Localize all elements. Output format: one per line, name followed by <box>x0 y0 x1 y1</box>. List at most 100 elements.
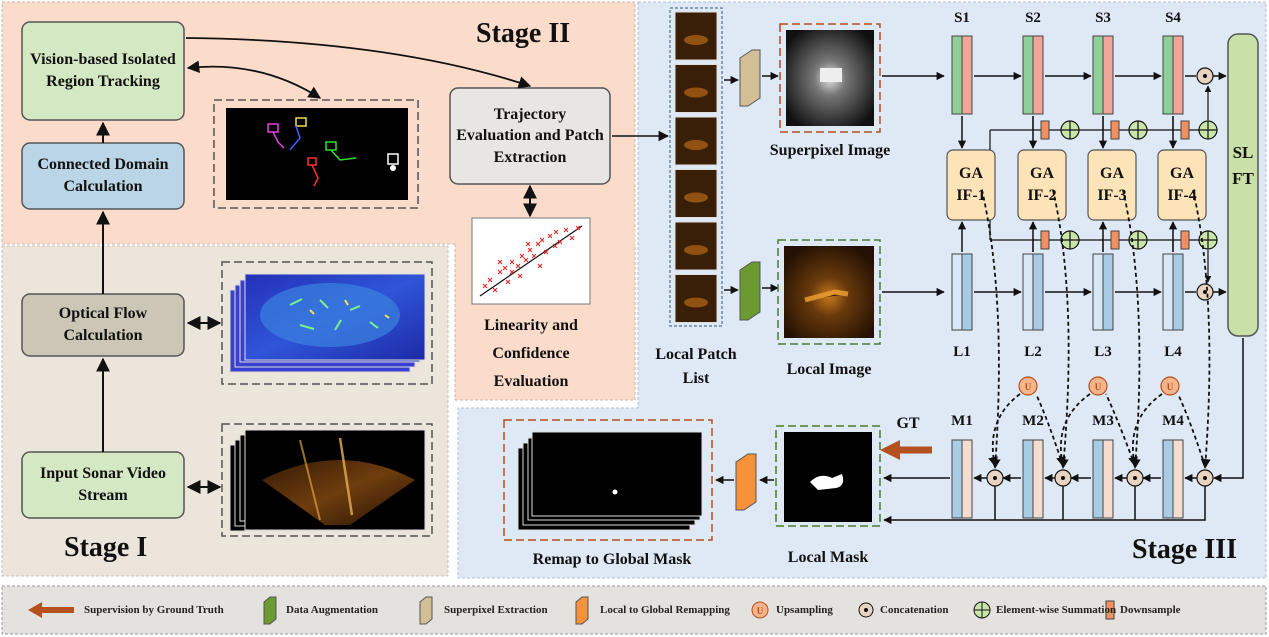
gaif-box <box>1017 149 1067 221</box>
gaif-box <box>946 149 996 221</box>
stage1-title: Stage I <box>64 532 148 563</box>
local-patch-list-label: Local Patch List <box>655 346 737 387</box>
l-label: L2 <box>1024 344 1042 360</box>
linearity-label: Linearity and Confidence Evaluation <box>484 317 578 390</box>
scatter-point <box>505 279 511 285</box>
patch-target <box>684 297 708 308</box>
downsample-node <box>1040 120 1050 140</box>
downsample-node <box>1180 120 1190 140</box>
patch-target <box>684 87 708 98</box>
optical-flow-box: Optical Flow Calculation <box>58 305 148 344</box>
s-label: S1 <box>954 10 970 26</box>
local-patch <box>674 64 718 113</box>
scatter-point <box>557 239 563 245</box>
scatter-point <box>497 269 503 275</box>
svg-text:U: U <box>1167 382 1174 392</box>
scatter-points <box>482 225 581 293</box>
downsample-icon <box>1105 600 1115 620</box>
local-image-label: Local Image <box>786 361 872 378</box>
scatter-point <box>519 253 525 259</box>
m-block <box>951 439 963 519</box>
legend-icons: U <box>28 596 1115 625</box>
stage2-title: Stage II <box>476 18 571 49</box>
l-block <box>1092 253 1104 331</box>
legend-item-label: Upsampling <box>776 604 833 616</box>
scatter-point <box>531 253 537 259</box>
scatter-point <box>547 233 553 239</box>
l-block <box>1022 253 1034 331</box>
legend-item-label: Supervision by Ground Truth <box>84 604 224 616</box>
downsample-node <box>1110 120 1120 140</box>
s-block <box>1022 35 1034 115</box>
s-block <box>1092 35 1104 115</box>
superpixel-extraction-icon <box>419 596 433 625</box>
l-block <box>1172 253 1184 331</box>
gaif-box <box>1087 149 1137 221</box>
scatter-point <box>575 225 581 231</box>
l-label: L4 <box>1164 344 1182 360</box>
scatter-point <box>527 247 533 253</box>
patch-target <box>684 35 708 45</box>
legend-item-label: Downsample <box>1120 604 1181 616</box>
m-label: M4 <box>1162 413 1184 429</box>
l-block <box>1032 253 1044 331</box>
legend-item-label: Local to Global Remapping <box>600 604 730 616</box>
downsample-node <box>1040 230 1050 250</box>
m-label: M1 <box>951 413 973 429</box>
scatter-point <box>517 273 523 279</box>
patch-target <box>684 245 708 255</box>
upsample-node <box>1088 376 1108 396</box>
s-block <box>1102 35 1114 115</box>
m-block <box>1172 439 1184 519</box>
m-label: M3 <box>1092 413 1114 429</box>
patch-target <box>684 140 708 150</box>
upsample-node <box>1018 376 1038 396</box>
vision-tracking-box: Vision-based Isolated Region Tracking <box>30 51 176 90</box>
m-label: M2 <box>1022 413 1044 429</box>
legend-item-label: Data Augmentation <box>286 604 378 616</box>
s-block <box>951 35 963 115</box>
data-augmentation-icon <box>263 596 277 625</box>
superpixel-image-label: Superpixel Image <box>769 142 891 159</box>
upsampling-icon <box>751 601 769 619</box>
l-block <box>1162 253 1174 331</box>
l-label: L1 <box>953 344 971 360</box>
patch-list <box>674 11 718 323</box>
scatter-point <box>487 277 493 283</box>
s-block <box>1162 35 1174 115</box>
scatter-point <box>537 263 543 269</box>
svg-text:U: U <box>1025 382 1032 392</box>
input-box: Input Sonar Video Stream <box>40 465 166 504</box>
m-block <box>1032 439 1044 519</box>
stage3-title: Stage III <box>1132 534 1238 565</box>
scatter-point <box>497 259 503 265</box>
scatter-point <box>539 237 545 243</box>
scatter-point <box>563 227 569 233</box>
scatter-point <box>523 257 529 263</box>
gaif-box <box>1157 149 1207 221</box>
remap-label: Remap to Global Mask <box>532 551 692 568</box>
m-block <box>1102 439 1114 519</box>
connected-domain-box: Connected Domain Calculation <box>37 156 169 195</box>
scatter-point <box>492 287 498 293</box>
s-label: S3 <box>1095 10 1111 26</box>
downsample-node <box>1180 230 1190 250</box>
scatter-point <box>553 229 559 235</box>
l-block <box>961 253 973 331</box>
upsample-node <box>1160 376 1180 396</box>
s-label: S4 <box>1165 10 1181 26</box>
patch-target <box>684 192 708 203</box>
trajectory-box: Trajectory Evaluation and Patch Extracti… <box>456 105 604 166</box>
svg-text:U: U <box>1095 382 1102 392</box>
remap-icon <box>575 596 589 625</box>
m-block <box>961 439 973 519</box>
m-block <box>1092 439 1104 519</box>
l-label: L3 <box>1094 344 1112 360</box>
scatter-point <box>543 249 549 255</box>
